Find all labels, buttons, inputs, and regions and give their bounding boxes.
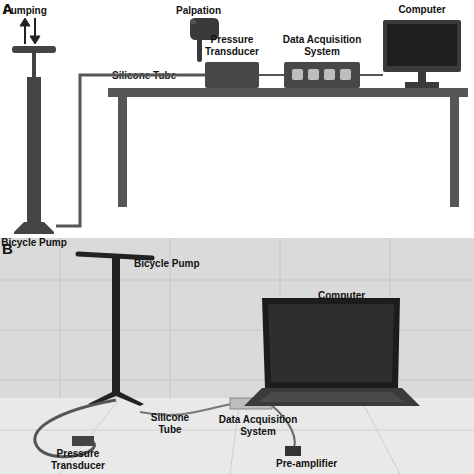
pumping-arrows bbox=[20, 18, 40, 44]
cable bbox=[259, 74, 284, 76]
node-label: Bicycle Pump bbox=[0, 237, 74, 249]
computer-node: Computer bbox=[383, 20, 461, 88]
indicator-square bbox=[340, 69, 351, 80]
part-label: Silicone Tube bbox=[148, 412, 192, 436]
device-box: Data Acquisition System bbox=[284, 62, 360, 88]
indicator-square bbox=[324, 69, 335, 80]
table bbox=[108, 88, 468, 207]
node-label: Data Acquisition System bbox=[276, 34, 368, 58]
silicone-tube bbox=[56, 75, 205, 226]
monitor-shape bbox=[383, 20, 461, 88]
node-label: Computer bbox=[382, 4, 462, 16]
indicator-square bbox=[292, 69, 303, 80]
part-label: Pre-amplifier bbox=[276, 458, 337, 470]
part-label: Pumping bbox=[4, 5, 47, 17]
pump-node: Bicycle Pump bbox=[12, 46, 56, 234]
indicator-square bbox=[308, 69, 319, 80]
node-label: Pressure Transducer bbox=[192, 34, 272, 58]
edge-label: Silicone Tube bbox=[112, 70, 176, 82]
part-label: Computer bbox=[318, 290, 365, 302]
part-label: Bicycle Pump bbox=[134, 258, 200, 270]
part-label: Palpation bbox=[176, 5, 221, 17]
pump-shape bbox=[12, 46, 56, 234]
photo bbox=[0, 238, 474, 474]
device-box: Pressure Transducer bbox=[205, 62, 259, 88]
part-label: Data Acquisition System bbox=[212, 414, 304, 438]
part-label: Pressure Transducer bbox=[46, 448, 110, 472]
cable bbox=[360, 74, 383, 76]
